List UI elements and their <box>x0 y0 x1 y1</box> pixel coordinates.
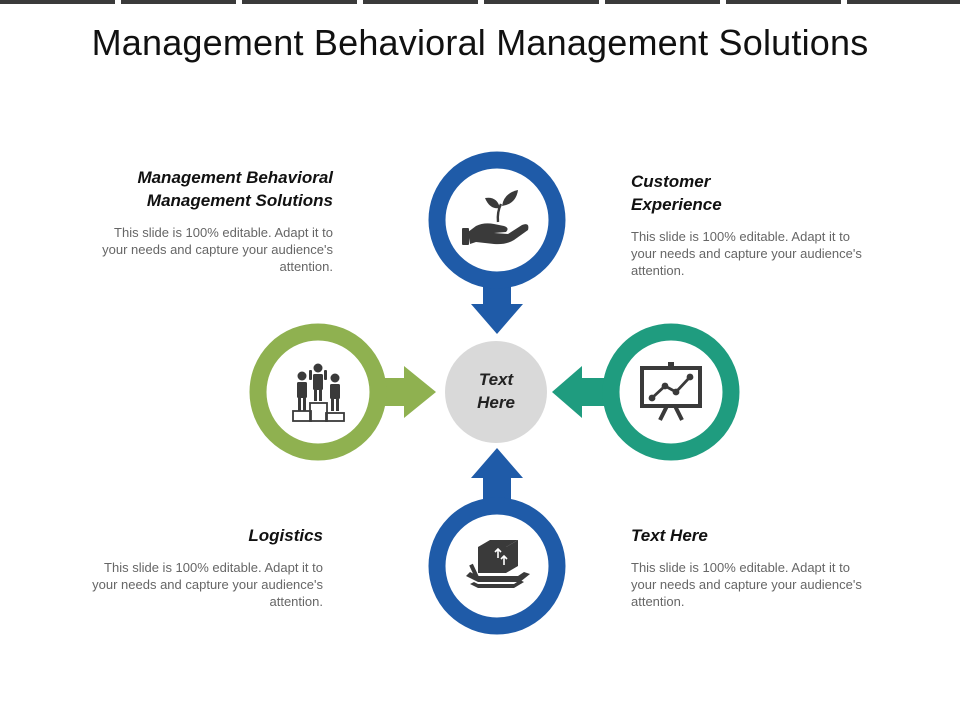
slide-title: Management Behavioral Management Solutio… <box>91 22 869 63</box>
body-line: This slide is 100% editable. Adapt it to <box>104 560 323 575</box>
arrow-left <box>552 366 608 418</box>
left-ring <box>249 323 387 461</box>
center-label-line: Here <box>477 393 515 412</box>
body-line: your needs and capture your audience's <box>102 242 333 257</box>
plant-in-hand-icon <box>462 190 529 245</box>
block-body: This slide is 100% editable. Adapt it to… <box>53 559 323 610</box>
heading-line: Customer <box>631 172 711 191</box>
bottom-node <box>428 448 566 635</box>
top-bar <box>726 0 841 4</box>
top-bar <box>605 0 720 4</box>
top-bar <box>121 0 236 4</box>
body-line: This slide is 100% editable. Adapt it to <box>114 225 333 240</box>
body-line: attention. <box>631 594 685 609</box>
body-line: your needs and capture your audience's <box>631 246 862 261</box>
arrow-down <box>471 284 523 334</box>
presentation-chart-icon <box>640 362 702 421</box>
text-block-bottom-right: Text Here This slide is 100% editable. A… <box>631 524 901 610</box>
top-ring <box>428 151 566 289</box>
text-block-bottom-left: Logistics This slide is 100% editable. A… <box>53 524 323 610</box>
top-bar <box>0 0 115 4</box>
block-body: This slide is 100% editable. Adapt it to… <box>63 224 333 275</box>
package-pallet-icon <box>466 540 530 588</box>
heading-line: Logistics <box>248 526 323 545</box>
block-heading: Text Here <box>631 524 901 547</box>
text-block-top-left: Management Behavioral Management Solutio… <box>63 166 333 275</box>
top-bar <box>847 0 960 4</box>
block-body: This slide is 100% editable. Adapt it to… <box>631 559 901 610</box>
body-line: your needs and capture your audience's <box>631 577 862 592</box>
left-node <box>249 323 436 461</box>
text-block-top-right: Customer Experience This slide is 100% e… <box>631 170 901 279</box>
block-heading: Customer Experience <box>631 170 901 216</box>
heading-line: Experience <box>631 195 722 214</box>
body-line: your needs and capture your audience's <box>92 577 323 592</box>
podium-winners-icon <box>292 363 345 422</box>
block-heading: Logistics <box>53 524 323 547</box>
top-bar <box>363 0 478 4</box>
center-label: Text Here <box>446 368 546 414</box>
top-decorative-bars <box>0 0 960 4</box>
center-label-line: Text <box>478 370 514 389</box>
block-body: This slide is 100% editable. Adapt it to… <box>631 228 901 279</box>
top-node <box>428 151 566 334</box>
right-node <box>552 323 740 461</box>
center-circle <box>445 341 547 443</box>
heading-line: Text Here <box>631 526 708 545</box>
body-line: This slide is 100% editable. Adapt it to <box>631 560 850 575</box>
bottom-ring <box>428 497 566 635</box>
arrow-up <box>471 448 523 502</box>
top-bar <box>242 0 357 4</box>
top-bar <box>484 0 599 4</box>
heading-line: Management Solutions <box>146 191 333 210</box>
body-line: This slide is 100% editable. Adapt it to <box>631 229 850 244</box>
left-ring-inner <box>269 343 367 441</box>
arrow-right <box>378 366 436 418</box>
body-line: attention. <box>279 259 334 274</box>
heading-line: Management Behavioral <box>137 168 333 187</box>
right-ring-inner <box>622 343 720 441</box>
right-ring <box>602 323 740 461</box>
body-line: attention. <box>631 263 685 278</box>
block-heading: Management Behavioral Management Solutio… <box>63 166 333 212</box>
body-line: attention. <box>269 594 324 609</box>
